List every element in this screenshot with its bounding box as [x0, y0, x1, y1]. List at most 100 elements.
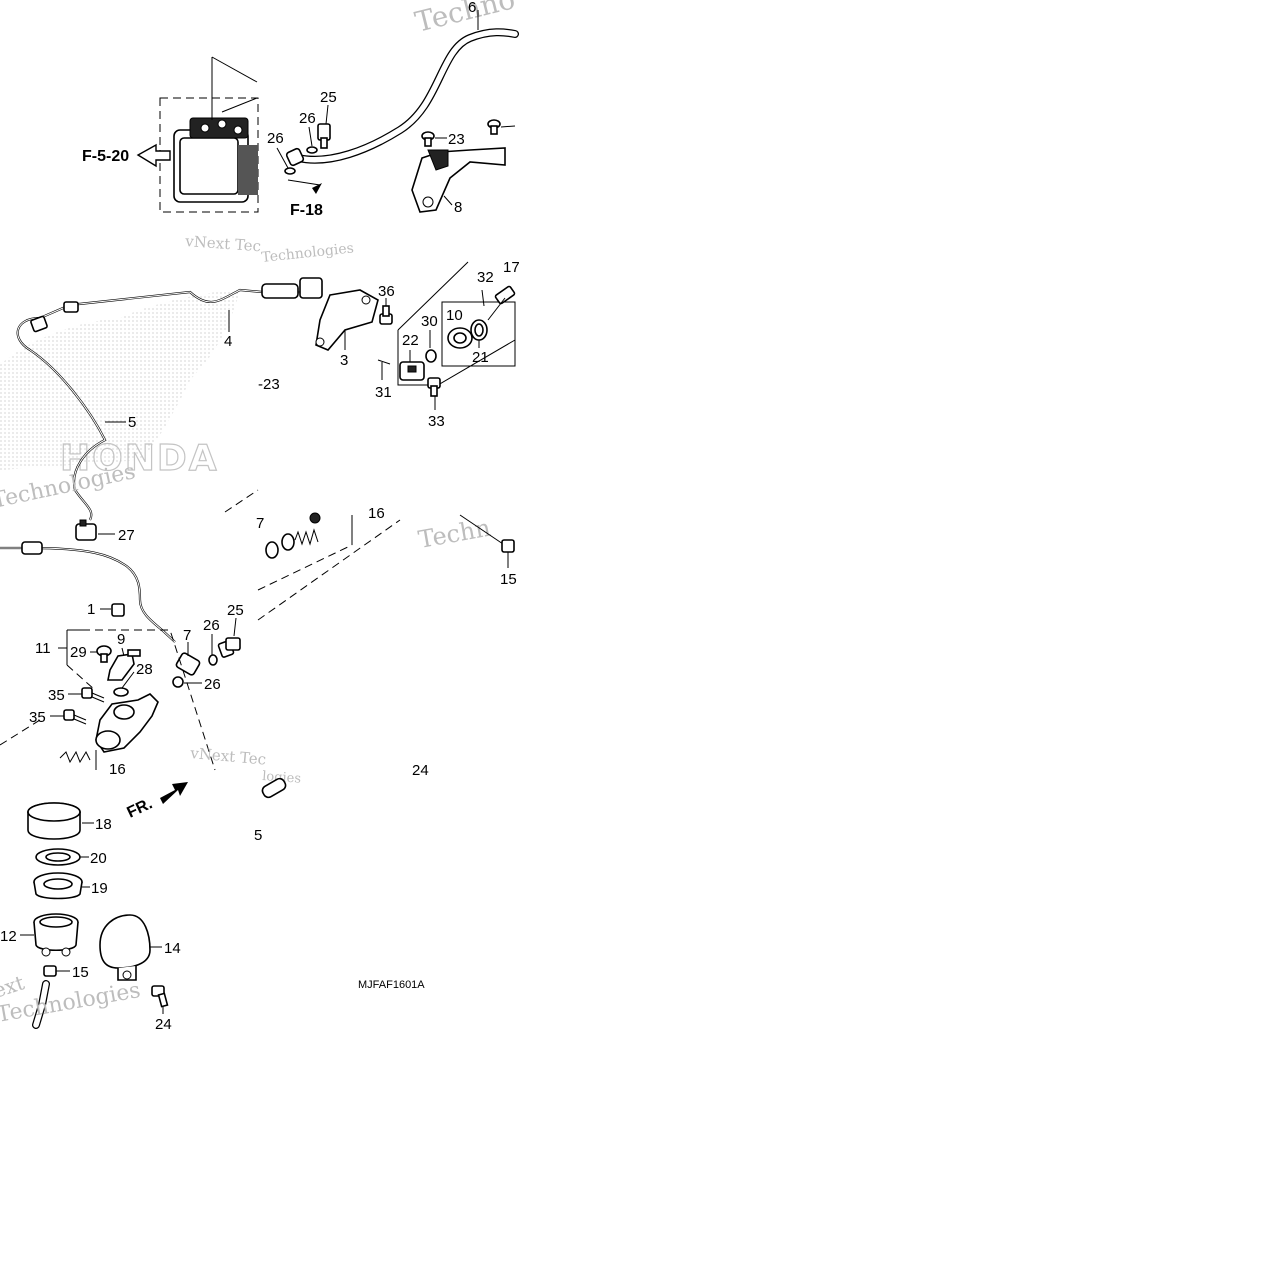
callout-35-a: 35 [48, 687, 65, 704]
callout-21: 21 [472, 349, 489, 366]
panel-brake-pipes: HONDA Technologies 4 5 -23 3 36 [0, 240, 520, 521]
watermark-6: vNext Tec [189, 744, 267, 769]
callout-28: 28 [136, 661, 153, 678]
clip-15-right [501, 539, 515, 553]
callout-26-top-a: 26 [299, 110, 316, 127]
master-cylinder-joint-22 [399, 361, 425, 381]
bolt-24 [151, 985, 169, 1008]
assembly-11-outline [0, 629, 216, 771]
bolt-33 [427, 377, 441, 397]
callout-30: 30 [421, 313, 438, 330]
abs-modulator-unit [173, 117, 258, 203]
callout-26-low-a: 26 [203, 617, 220, 634]
callout-16-mid: 16 [368, 505, 385, 522]
reservoir-cover-14 [99, 914, 151, 981]
assembly-outline [397, 261, 516, 386]
master-cylinder-body [95, 693, 159, 753]
callout-33: 33 [428, 413, 445, 430]
callout-25-low: 25 [227, 602, 244, 619]
assembly-11-bracket [58, 629, 82, 665]
divider-dash-1 [224, 489, 259, 513]
plate-20 [35, 848, 81, 866]
callout-5-fragment: 5 [254, 827, 262, 844]
boot-10 [447, 327, 473, 349]
f18-label: F-18 [290, 202, 323, 219]
arrow-right-icon [160, 782, 188, 804]
bolt-29 [96, 645, 112, 663]
bolt-23-top [421, 131, 435, 147]
front-arrow: FR. [125, 782, 188, 822]
divider-dash-2 [257, 519, 401, 621]
callout-20: 20 [90, 850, 107, 867]
bolt-25-top [317, 123, 331, 149]
reservoir-12 [33, 913, 79, 957]
callout-26-top-b: 26 [267, 130, 284, 147]
callout-7-mid: 7 [256, 515, 264, 532]
fragment-23: -23 [258, 376, 280, 393]
front-label: FR. [125, 795, 156, 821]
callout-4: 4 [224, 333, 232, 350]
callout-31: 31 [375, 384, 392, 401]
clip-1 [111, 603, 125, 617]
callout-19: 19 [91, 880, 108, 897]
hose-stay-8 [411, 147, 506, 213]
callout-36: 36 [378, 283, 395, 300]
callout-15-low: 15 [72, 964, 89, 981]
callout-5: 5 [128, 414, 136, 431]
leader-abs-3 [221, 97, 258, 113]
reservoir-hose-13 [32, 980, 50, 1029]
callout-25-top: 25 [320, 89, 337, 106]
callout-6: 6 [468, 0, 476, 16]
callout-27: 27 [118, 527, 135, 544]
watermark-5: Techn [416, 514, 492, 554]
bolt-35-a [81, 687, 105, 703]
callout-22: 22 [402, 332, 419, 349]
callout-18: 18 [95, 816, 112, 833]
diaphragm-19 [33, 872, 83, 900]
watermark-2: vNext Tec [184, 232, 262, 255]
f18-reference: F-18 [287, 179, 323, 219]
callout-9: 9 [117, 631, 125, 648]
callout-8: 8 [454, 199, 462, 216]
bolt-35-b [63, 709, 87, 725]
hose-fragment-right [261, 777, 287, 799]
ring-21 [470, 319, 488, 341]
callout-3: 3 [340, 352, 348, 369]
callout-11: 11 [35, 640, 51, 657]
bolt-25-low [217, 637, 241, 658]
callout-7-low: 7 [183, 627, 191, 644]
callout-26-low-b: 26 [204, 676, 221, 693]
panel-master-cylinder: Technologies 7 16 Techn 15 27 [0, 459, 517, 787]
panel-abs-modulator: Techno F-5-20 vNext Tec 6 25 [82, 0, 519, 255]
diagram-code: MJFAF1601A [358, 979, 425, 991]
callout-32: 32 [477, 269, 494, 286]
hose-joint-9 [107, 649, 141, 681]
left-arrow-icon [136, 143, 171, 168]
callout-1: 1 [87, 601, 95, 618]
bolt-top-right [487, 119, 501, 135]
joint-27 [75, 519, 97, 541]
pushrod-17 [487, 285, 516, 321]
callout-15-right: 15 [500, 571, 517, 588]
callout-10: 10 [446, 307, 463, 324]
panel-reservoir: FR. 18 20 19 12 [0, 762, 429, 1033]
callout-24-fragment: 24 [412, 762, 429, 779]
callout-12: 12 [0, 928, 17, 945]
reservoir-cap-18 [27, 802, 81, 840]
honda-text-watermark: HONDA [60, 438, 219, 479]
boot-box [441, 301, 516, 367]
bracket-3 [315, 289, 379, 351]
callout-14: 14 [164, 940, 181, 957]
f520-label: F-5-20 [82, 148, 129, 165]
honda-wing-watermark [0, 290, 240, 470]
callout-35-b: 35 [29, 709, 46, 726]
brake-pipe-lower [0, 546, 176, 643]
callout-17: 17 [503, 259, 520, 276]
f520-reference: F-5-20 [82, 143, 171, 168]
callout-24: 24 [155, 1016, 172, 1033]
spring-piston-fragment [265, 512, 321, 559]
watermark-3: Technologies [261, 240, 355, 266]
clip-15-low [43, 965, 57, 977]
leader-abs-2 [211, 56, 258, 83]
